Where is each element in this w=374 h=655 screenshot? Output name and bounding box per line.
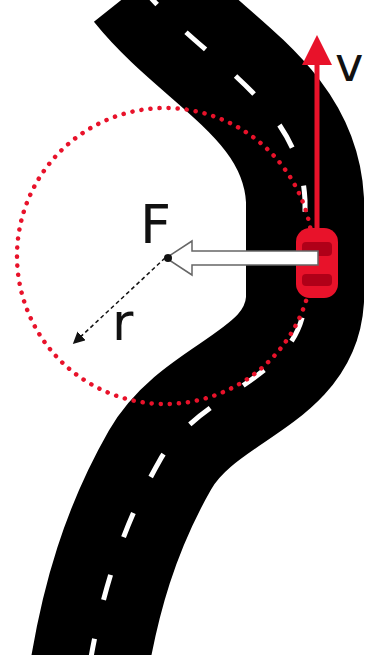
radius-label: r	[112, 296, 133, 348]
road	[88, 0, 305, 655]
car-window	[302, 274, 332, 286]
lane-markings	[88, 0, 305, 655]
force-arrow	[166, 241, 318, 275]
force-label: F	[140, 198, 171, 252]
velocity-arrow	[315, 50, 320, 232]
velocity-label: v	[335, 40, 363, 88]
center-point	[164, 254, 172, 262]
